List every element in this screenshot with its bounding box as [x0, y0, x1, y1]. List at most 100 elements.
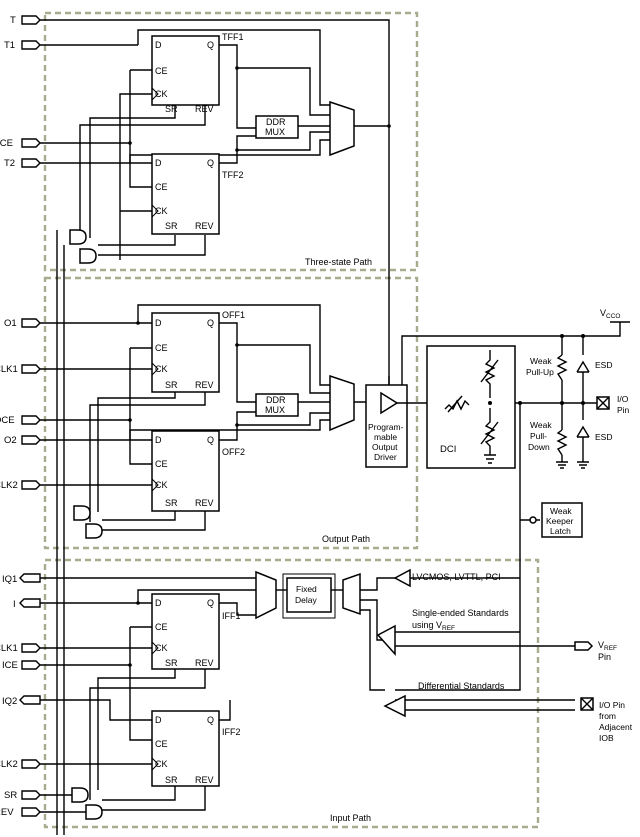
- single-ended-label-1: Single-ended Standards: [412, 608, 509, 618]
- off1-ce-pin: CE: [155, 343, 168, 353]
- off2-q-pin: Q: [207, 435, 214, 445]
- output-path-border: [43, 276, 419, 550]
- signal-o2: O2: [4, 435, 17, 446]
- off1-ck-pin: CK: [155, 364, 168, 374]
- vref-pin-label: VREF: [598, 640, 617, 652]
- wire-junctions: [128, 66, 391, 667]
- driver-label-2: mable: [374, 432, 397, 442]
- io-pin-icon: [596, 396, 610, 410]
- dci-block: [426, 345, 516, 469]
- adjacent-pin-label-1: I/O Pin: [599, 700, 625, 710]
- weak-pulldown-label-1: Weak: [530, 420, 552, 430]
- vref-pin-label-2: Pin: [598, 652, 611, 662]
- iff2-d-pin: D: [155, 715, 162, 725]
- adjacent-io-pin-icon: [580, 697, 594, 711]
- vref-pin-icon: [574, 641, 594, 651]
- iff2-rev-pin: REV: [195, 775, 214, 785]
- vcco-label: VCCO: [600, 308, 620, 320]
- driver-label-1: Program-: [368, 422, 404, 432]
- tff2-ce-pin: CE: [155, 182, 168, 192]
- esd-diodes-icon: [576, 360, 590, 469]
- signal-i: I: [13, 599, 16, 610]
- iff1-ce-pin: CE: [155, 622, 168, 632]
- fixed-delay-frame: [282, 573, 336, 619]
- keeper-node: [529, 516, 537, 524]
- off2-d-pin: D: [155, 435, 162, 445]
- iff2-sr-pin: SR: [165, 775, 178, 785]
- iff2-q-pin: Q: [207, 715, 214, 725]
- tff2-flip-flop: [151, 153, 220, 235]
- tff2-name: TFF2: [222, 170, 244, 180]
- driver-label-3: Output: [372, 442, 398, 452]
- weak-pullup-resistor-icon: [556, 354, 568, 469]
- weak-pullup-label-2: Pull-Up: [526, 367, 554, 377]
- input-mux-left: [255, 570, 277, 620]
- weak-pulldown-label-3: Down: [528, 442, 550, 452]
- iff2-ce-pin: CE: [155, 739, 168, 749]
- driver-buffer-icon: [380, 391, 399, 415]
- weak-keeper-label-2: Keeper: [546, 516, 574, 526]
- signal-iq2: IQ2: [2, 696, 17, 707]
- signal-iclk2: CLK2: [0, 759, 18, 770]
- signal-o1: O1: [4, 318, 17, 329]
- iff2-name: IFF2: [222, 727, 241, 737]
- left-signal-pads: [19, 15, 41, 817]
- weak-keeper-latch: [541, 502, 583, 538]
- iff2-flip-flop: [151, 710, 220, 787]
- input-mux-right: [342, 572, 361, 616]
- signal-oce: OCE: [0, 415, 15, 426]
- tff1-ck-pin: CK: [155, 89, 168, 99]
- weak-keeper-label-1: Weak: [550, 506, 572, 516]
- driver-label-4: Driver: [374, 452, 397, 462]
- single-ended-buffer-icon: [376, 624, 396, 656]
- fixed-delay-label-1: Fixed: [296, 584, 317, 594]
- off2-ck-pin: CK: [155, 480, 168, 490]
- iff1-q-pin: Q: [207, 598, 214, 608]
- tff-ddr-mux: [255, 115, 299, 139]
- three-state-wires: [40, 19, 390, 835]
- differential-buffer-icon: [383, 694, 406, 718]
- adjacent-pin-label-2: from: [599, 711, 616, 721]
- iff1-d-pin: D: [155, 598, 162, 608]
- off2-sr-pin: SR: [165, 498, 178, 508]
- three-state-path-label: Three-state Path: [305, 257, 372, 267]
- weak-keeper-label-3: Latch: [550, 526, 571, 536]
- lvcmos-buffer-icon: [393, 568, 411, 588]
- tff1-q-pin: Q: [207, 40, 214, 50]
- signal-ice: ICE: [2, 660, 18, 671]
- iff1-ck-pin: CK: [155, 643, 168, 653]
- tff1-rev-pin: REV: [195, 104, 214, 114]
- signal-oclk1: CLK1: [0, 364, 18, 375]
- three-state-path-border: [43, 11, 419, 272]
- off-ddr-mux: [255, 393, 299, 417]
- signal-oclk2: CLK2: [0, 480, 18, 491]
- weak-pullup-label-1: Weak: [530, 356, 552, 366]
- off1-name: OFF1: [222, 310, 245, 320]
- tff2-ck-pin: CK: [155, 206, 168, 216]
- signal-t1: T1: [4, 40, 15, 51]
- tff1-flip-flop: [151, 35, 220, 106]
- signal-rev: REV: [0, 807, 14, 818]
- lvcmos-label: LVCMOS, LVTTL, PCI: [412, 572, 501, 582]
- off-ddr-mux-line1: DDR: [266, 395, 286, 405]
- tff1-name: TFF1: [222, 32, 244, 42]
- tff2-sr-pin: SR: [165, 221, 178, 231]
- esd-bottom-label: ESD: [595, 432, 612, 442]
- iff2-ck-pin: CK: [155, 759, 168, 769]
- output-gating: [73, 505, 103, 539]
- signal-t: T: [10, 15, 16, 26]
- fixed-delay-block: [286, 577, 332, 613]
- tff1-ce-pin: CE: [155, 66, 168, 76]
- signal-tce: TCE: [0, 138, 13, 149]
- output-path-label: Output Path: [322, 534, 370, 544]
- tff2-rev-pin: REV: [195, 221, 214, 231]
- esd-top-label: ESD: [595, 360, 612, 370]
- off1-rev-pin: REV: [195, 380, 214, 390]
- weak-pulldown-label-2: Pull-: [530, 431, 547, 441]
- iff1-sr-pin: SR: [165, 658, 178, 668]
- tff2-q-pin: Q: [207, 158, 214, 168]
- tff1-sr-pin: SR: [165, 104, 178, 114]
- tff2-d-pin: D: [155, 158, 162, 168]
- three-state-mux: [329, 100, 355, 157]
